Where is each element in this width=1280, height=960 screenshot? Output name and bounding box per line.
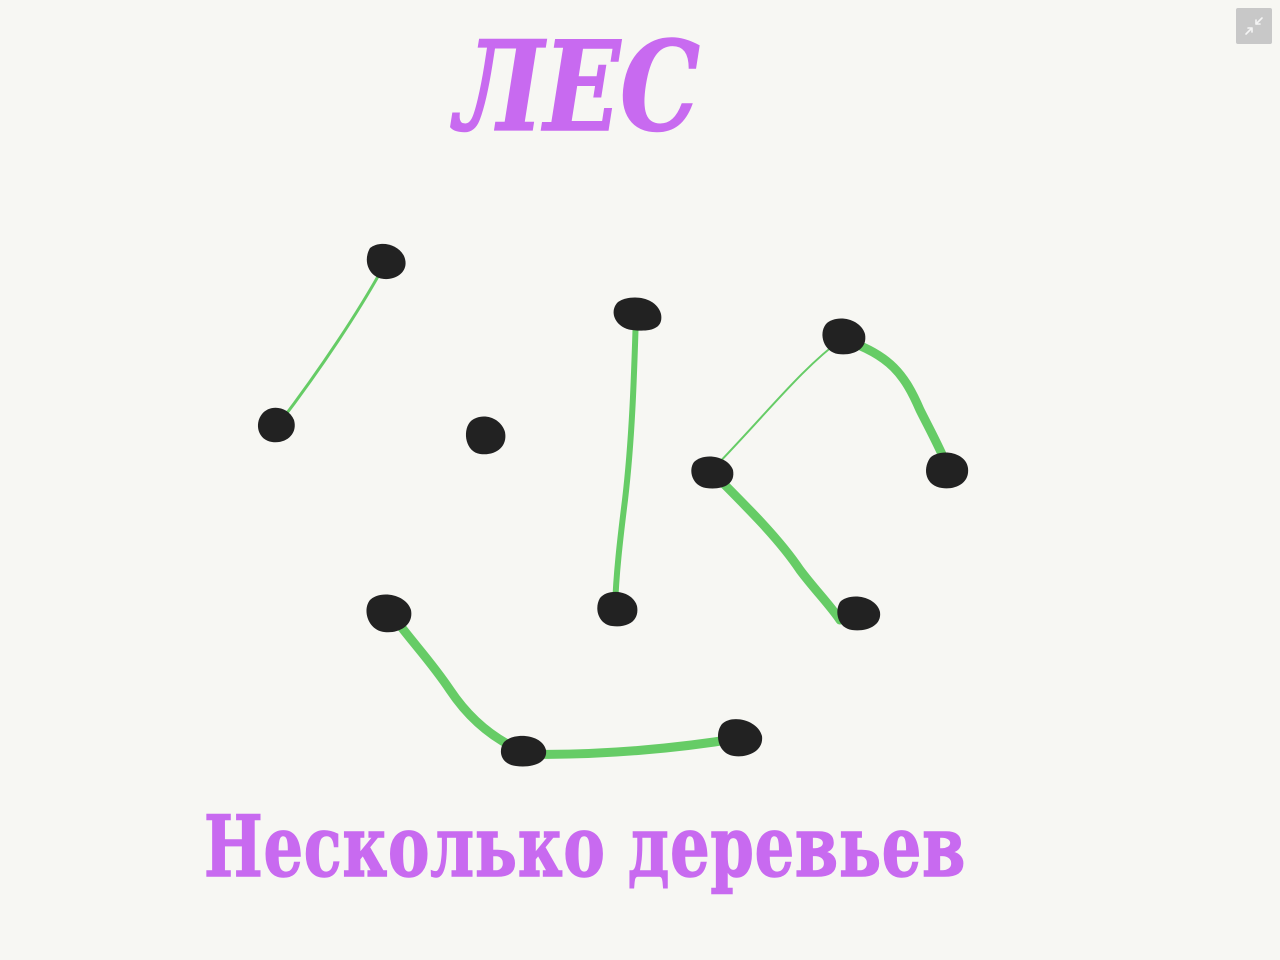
tree-node: [500, 735, 547, 767]
tree-edge: [707, 467, 845, 625]
exit-fullscreen-button[interactable]: [1236, 8, 1272, 44]
drawing-title: ЛЕС: [450, 15, 700, 160]
tree-node: [926, 452, 969, 489]
tree-edge: [276, 260, 388, 427]
tree-edge: [612, 311, 639, 611]
tree-node: [257, 407, 295, 443]
tree-node: [837, 596, 881, 631]
exit-fullscreen-icon: [1245, 17, 1263, 35]
tree-node: [613, 297, 662, 331]
tree-edge: [840, 335, 953, 473]
tree-node: [597, 591, 638, 627]
tree-nodes: [257, 243, 969, 767]
tree-node: [718, 719, 763, 757]
tree-edge: [519, 733, 745, 759]
tree-node: [366, 243, 406, 280]
tree-node: [691, 456, 734, 489]
tree-edge: [711, 337, 844, 471]
tree-node: [366, 594, 412, 633]
tree-edge: [385, 607, 529, 757]
drawing-caption: Несколько деревьев: [204, 797, 966, 896]
tree-node: [465, 416, 506, 455]
tree-node: [822, 318, 866, 355]
